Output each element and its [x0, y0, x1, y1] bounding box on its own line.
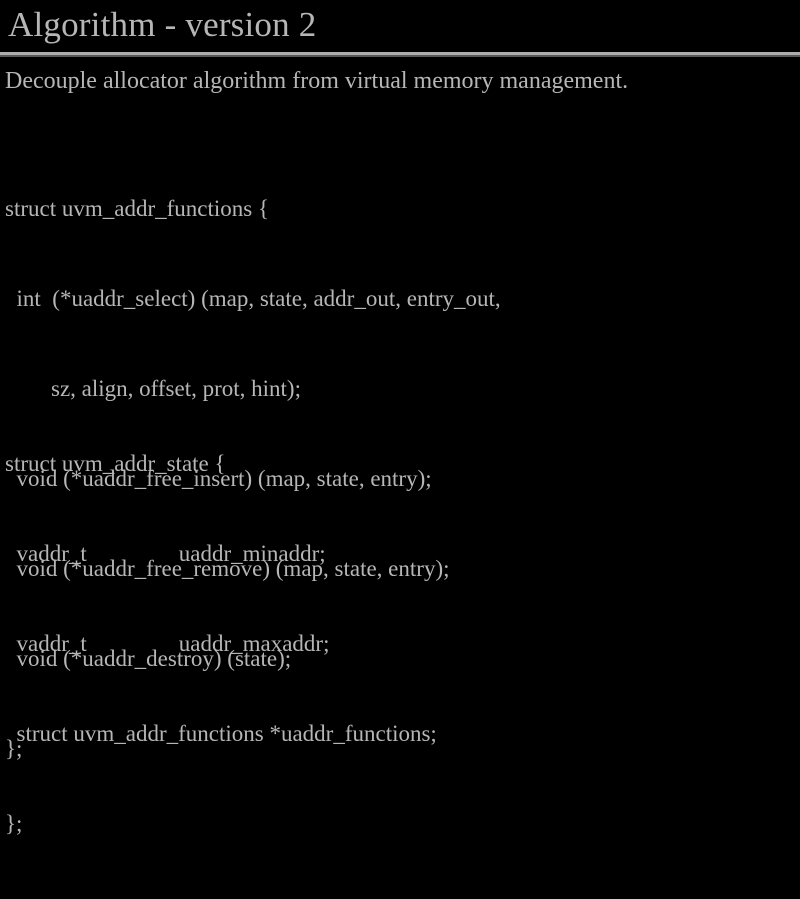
code-line: int (*uaddr_select) (map, state, addr_ou…: [5, 286, 501, 311]
page-title: Algorithm - version 2: [8, 5, 317, 44]
code-line: sz, align, offset, prot, hint);: [5, 376, 301, 401]
code-line: vaddr_t uaddr_minaddr;: [5, 541, 326, 566]
slide-subtitle: Decouple allocator algorithm from virtua…: [5, 68, 629, 94]
code-line: };: [5, 811, 23, 836]
code-line: vaddr_t uaddr_maxaddr;: [5, 631, 330, 656]
code-line: void (*uaddr_free_remove) (map, state, e…: [5, 556, 450, 581]
code-line: struct uvm_addr_state {: [5, 451, 226, 476]
code-line: void (*uaddr_free_insert) (map, state, e…: [5, 466, 432, 491]
presentation-slide: Algorithm - version 2 Decouple allocator…: [0, 5, 800, 836]
code-block-uvm-addr-state: struct uvm_addr_state { vaddr_t uaddr_mi…: [5, 389, 437, 899]
code-line: struct uvm_addr_functions {: [5, 196, 269, 221]
code-line: struct uvm_addr_functions *uaddr_functio…: [5, 721, 437, 746]
divider-shadow: [0, 55, 800, 57]
divider-highlight: [0, 52, 800, 55]
title-divider-rule: [0, 52, 800, 57]
